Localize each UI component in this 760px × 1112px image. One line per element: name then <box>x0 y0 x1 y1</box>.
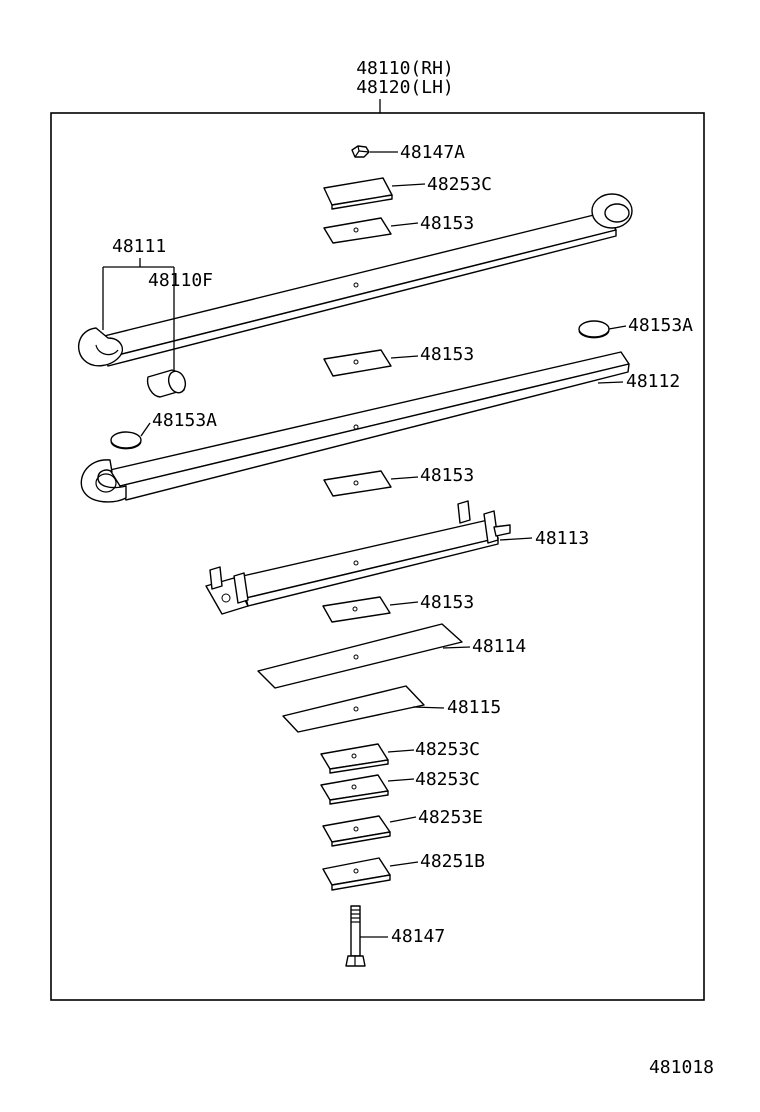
leader-48113 <box>499 537 533 541</box>
leaf-48112 <box>80 351 630 503</box>
pad-48253C-a <box>320 743 389 774</box>
leader-48153-1 <box>390 222 419 227</box>
leader-48153-4 <box>389 601 419 606</box>
pad-48253C-b <box>320 774 389 805</box>
label-48253E: 48253E <box>418 807 483 828</box>
leader-48253E <box>389 816 417 823</box>
pad-48153-1 <box>323 217 392 244</box>
pad-48253E <box>322 815 391 847</box>
main-leaf-48111 <box>77 193 633 367</box>
label-48147A: 48147A <box>400 142 465 163</box>
leaf-48113 <box>205 500 511 615</box>
label-48114: 48114 <box>472 636 526 657</box>
leader-48114 <box>442 646 471 649</box>
leader-48153A-right <box>608 325 627 330</box>
leader-48153-3 <box>390 476 419 480</box>
assembly-lh-label: 48120(LH) <box>356 77 454 98</box>
diagram-code: 481018 <box>649 1057 714 1078</box>
assembly-rh-label: 48110(RH) <box>356 58 454 79</box>
pad-48153-3 <box>323 470 392 497</box>
label-48253C-a: 48253C <box>415 739 480 760</box>
bushing-48110F <box>146 369 187 398</box>
pad-48153-4 <box>322 596 391 623</box>
label-48153A-left: 48153A <box>152 410 217 431</box>
leader-48253C-b <box>387 778 415 782</box>
label-48147: 48147 <box>391 926 445 947</box>
leader-48153-2 <box>390 355 419 359</box>
leader-48253C-top <box>391 183 426 187</box>
leaf-48114 <box>257 623 463 689</box>
pad-48251B <box>322 857 391 891</box>
label-48153-4: 48153 <box>420 592 474 613</box>
label-48153-2: 48153 <box>420 344 474 365</box>
label-48251B: 48251B <box>420 851 485 872</box>
pad-48153-2 <box>323 349 392 377</box>
cap-48153A-left <box>110 431 142 450</box>
bolt-48147 <box>345 905 366 967</box>
label-48253C-top: 48253C <box>427 174 492 195</box>
nut-48147A <box>351 145 370 158</box>
leader-48153A-left <box>140 422 151 437</box>
leader-48115 <box>412 706 445 709</box>
label-48111: 48111 <box>112 236 166 257</box>
label-48153A-right: 48153A <box>628 315 693 336</box>
cap-48153A-right <box>578 320 610 339</box>
label-48112: 48112 <box>626 371 680 392</box>
label-48110F: 48110F <box>148 270 213 291</box>
pad-48253C-top <box>323 177 393 210</box>
label-48113: 48113 <box>535 528 589 549</box>
label-48153-1: 48153 <box>420 213 474 234</box>
leader-48253C-a <box>387 749 415 753</box>
leader-48112 <box>597 381 624 384</box>
leader-48251B <box>389 861 419 867</box>
assembly-frame <box>50 112 705 1001</box>
leaf-48115 <box>282 685 425 733</box>
label-48253C-b: 48253C <box>415 769 480 790</box>
label-48153-3: 48153 <box>420 465 474 486</box>
label-48115: 48115 <box>447 697 501 718</box>
